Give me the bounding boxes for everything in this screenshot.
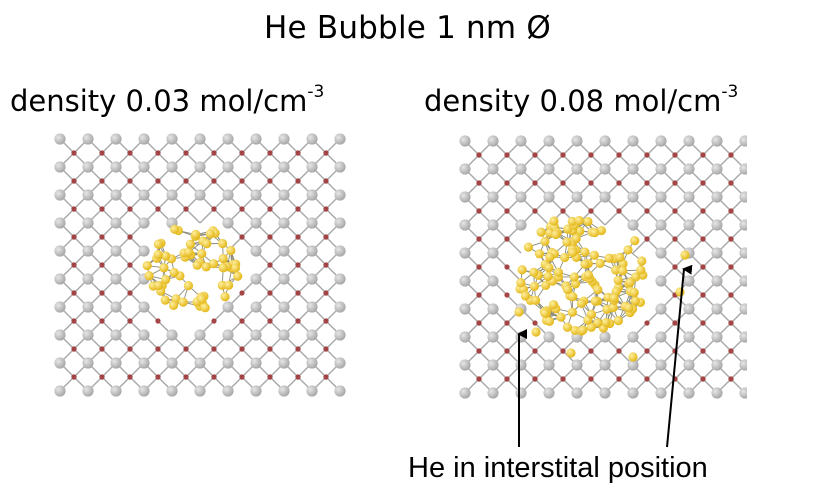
lattice-large-atoms [54, 133, 346, 397]
interstitial-callout-label: He in interstital position [408, 452, 708, 484]
density-label-right: density 0.08 mol/cm-3 [424, 82, 739, 119]
bubble-lattice-high-density [459, 135, 747, 399]
lattice-small-atoms [476, 152, 734, 382]
lattice-small-atoms [71, 150, 329, 380]
figure-title: He Bubble 1 nm Ø [264, 10, 551, 46]
bubble-lattice-low-density [54, 133, 346, 397]
helium-atoms [514, 215, 690, 362]
helium-atoms [142, 224, 243, 313]
density-label-left: density 0.03 mol/cm-3 [10, 82, 325, 119]
density-exponent-left: -3 [307, 82, 325, 102]
density-exponent-right: -3 [721, 82, 739, 102]
lattice-large-atoms [459, 135, 747, 399]
